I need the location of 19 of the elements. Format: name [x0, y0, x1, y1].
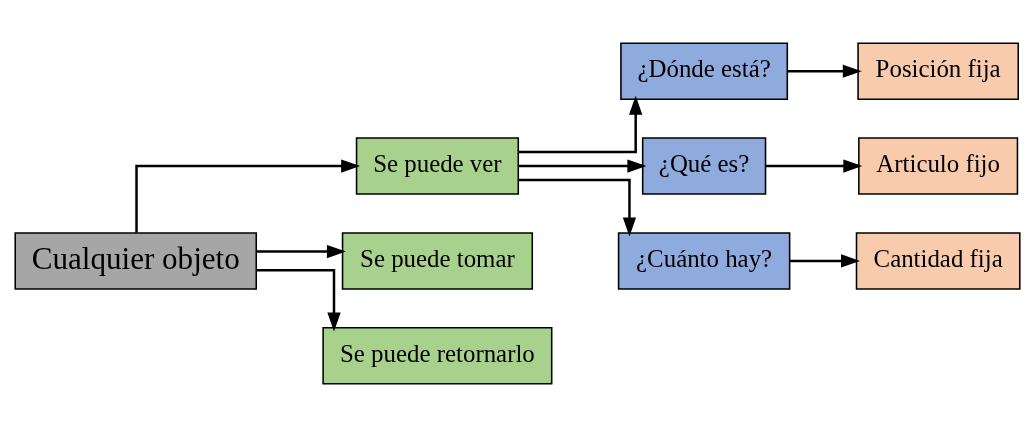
- node-box: Posición fija: [857, 41, 1019, 100]
- arrow: [765, 158, 863, 173]
- node-box: ¿Cuánto hay?: [617, 231, 791, 290]
- arrow: [256, 268, 341, 332]
- arrow: [787, 64, 862, 78]
- node-box: Se puede retornarlo: [322, 326, 553, 385]
- arrow: [789, 253, 860, 268]
- arrow: [135, 158, 361, 232]
- arrow: [518, 95, 643, 153]
- arrow: [256, 244, 346, 258]
- arrow: [518, 158, 647, 173]
- node-box: Articulo fijo: [858, 136, 1019, 195]
- node-box: Cualquier objeto: [14, 231, 258, 290]
- arrow: [518, 178, 637, 236]
- node-box: Se puede ver: [355, 136, 520, 195]
- node-box: Se puede tomar: [341, 231, 534, 290]
- node-box: ¿Dónde está?: [620, 41, 789, 100]
- node-box: ¿Qué es?: [641, 136, 767, 195]
- node-box: Cantidad fija: [855, 231, 1021, 290]
